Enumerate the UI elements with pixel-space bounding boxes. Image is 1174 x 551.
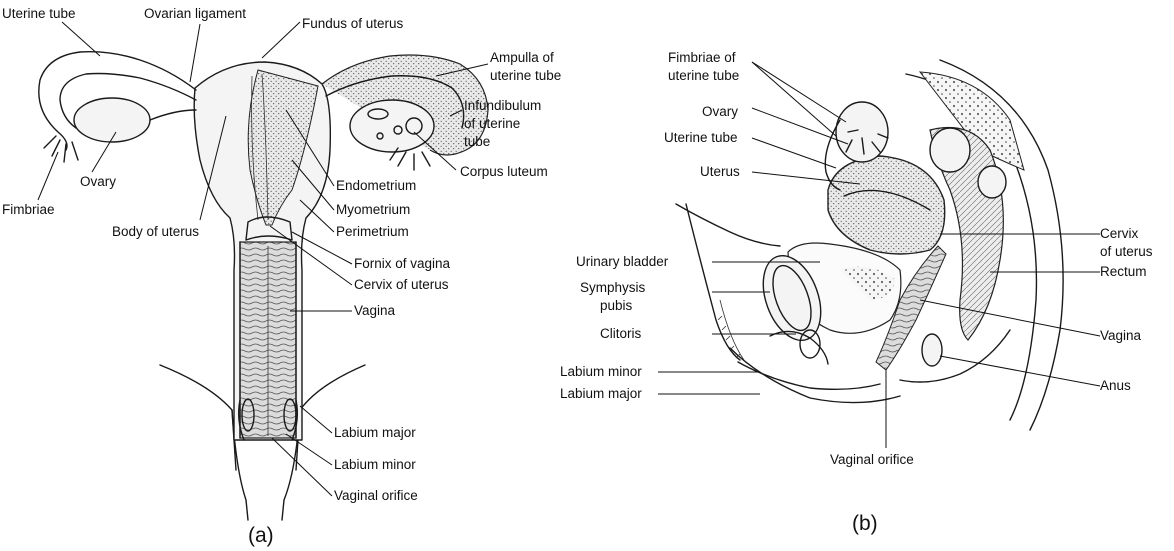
label-vagina-a: Vagina: [354, 303, 396, 318]
caption-b: (b): [852, 512, 878, 535]
label-vaginal-orifice-a: Vaginal orifice: [334, 488, 418, 503]
label-vaginal-orifice-b: Vaginal orifice: [830, 452, 914, 467]
label-cervix-line2-b: of uterus: [1100, 244, 1153, 259]
label-fornix-of-vagina: Fornix of vagina: [354, 256, 451, 271]
label-corpus-luteum: Corpus luteum: [460, 164, 548, 179]
label-labium-major-b: Labium major: [560, 386, 642, 401]
label-anus: Anus: [1100, 378, 1131, 393]
label-infundibulum-line2: of uterine: [464, 116, 520, 131]
label-ampulla-line1: Ampulla of: [490, 50, 554, 65]
label-fimbriae-a: Fimbriae: [2, 202, 55, 217]
label-infundibulum-line3: tube: [464, 134, 490, 149]
label-urinary-bladder: Urinary bladder: [576, 254, 669, 269]
label-myometrium: Myometrium: [336, 202, 410, 217]
label-ovary-a: Ovary: [80, 174, 116, 189]
label-infundibulum-line1: Infundibulum: [464, 98, 541, 113]
label-labium-minor-b: Labium minor: [560, 364, 642, 379]
label-body-of-uterus: Body of uterus: [112, 224, 199, 239]
label-ovary-b: Ovary: [702, 104, 738, 119]
label-cervix-of-uterus-a: Cervix of uterus: [354, 277, 449, 292]
label-labium-major-a: Labium major: [334, 425, 416, 440]
label-ampulla-line2: uterine tube: [490, 68, 561, 83]
label-uterus-b: Uterus: [700, 164, 740, 179]
left-ovary: [74, 98, 150, 142]
label-endometrium: Endometrium: [336, 178, 416, 193]
label-symphysis-line2: pubis: [600, 298, 633, 313]
label-rectum: Rectum: [1100, 264, 1147, 279]
label-uterine-tube-b: Uterine tube: [664, 130, 738, 145]
figure-b-sagittal-view: Fimbriae of uterine tube Ovary Uterine t…: [560, 50, 1153, 535]
label-fundus-of-uterus: Fundus of uterus: [302, 16, 404, 31]
label-uterine-tube-a: Uterine tube: [2, 6, 76, 21]
caption-a: (a): [248, 524, 274, 547]
ovary-shape-b: [836, 102, 888, 162]
label-fimbriae-line2-b: uterine tube: [668, 68, 739, 83]
label-vagina-b: Vagina: [1100, 328, 1142, 343]
label-ovarian-ligament: Ovarian ligament: [144, 6, 246, 21]
uterus-shape-b: [828, 156, 945, 254]
label-fimbriae-line1-b: Fimbriae of: [668, 50, 736, 65]
label-clitoris: Clitoris: [600, 326, 642, 341]
label-perimetrium: Perimetrium: [336, 224, 409, 239]
figure-a-frontal-view: Uterine tube Ovarian ligament Fundus of …: [2, 6, 561, 547]
label-cervix-line1-b: Cervix: [1100, 226, 1139, 241]
label-labium-minor-a: Labium minor: [334, 457, 416, 472]
label-symphysis-line1: Symphysis: [580, 280, 646, 295]
